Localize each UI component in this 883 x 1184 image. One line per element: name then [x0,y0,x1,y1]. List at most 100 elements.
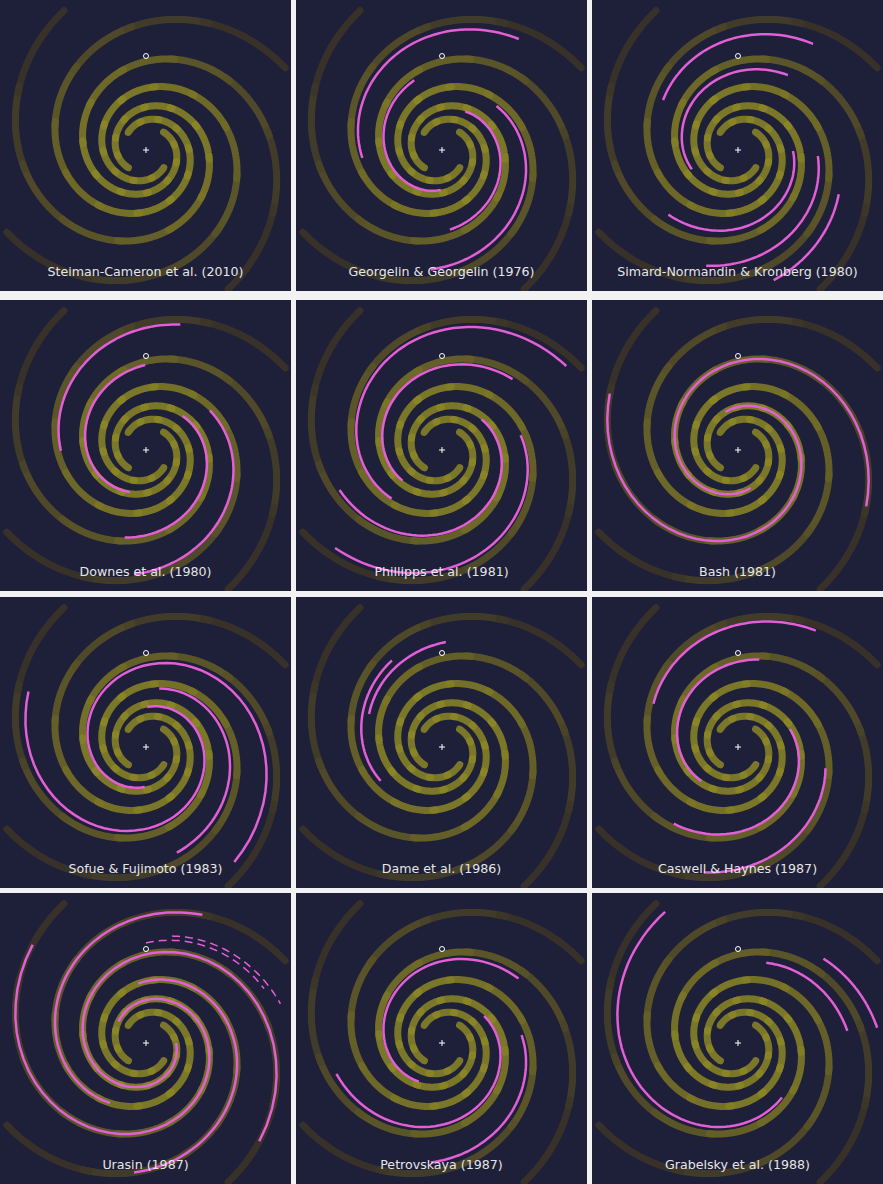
map-panel: Simard-Normandin & Kronberg (1980) [592,0,883,291]
spiral-arm [647,122,660,176]
panel-caption: Grabelsky et al. (1988) [592,1157,883,1172]
spiral-arm [55,66,77,125]
model-arm [358,29,519,158]
spiral-arm [615,761,658,819]
sun-marker [144,54,149,59]
spiral-arm [7,532,89,578]
spiral-arm [654,519,713,541]
spiral-arm [607,87,617,169]
spiral-arm [311,684,321,766]
model-arm [83,952,277,1141]
model-arm [88,663,267,862]
spiral-arm [362,770,397,804]
spiral-arm [522,971,565,1029]
map-panel: Caswell & Haynes (1987) [592,597,883,888]
panel-caption: Urasin (1987) [0,1157,291,1172]
model-arm [384,959,519,1082]
spiral-arm [658,173,693,207]
spiral-arm [666,920,724,963]
spiral-arm [311,387,321,469]
galactic-centre [439,147,445,153]
model-arm [15,945,209,1134]
spiral-arm [610,11,656,93]
spiral-arm [719,319,801,329]
spiral-arm [762,359,821,381]
model-arm [85,365,145,492]
spiral-arm [55,663,77,722]
sun-marker [144,651,149,656]
map-panel: Grabelsky et al. (1988) [592,893,883,1184]
panel-caption: Georgelin & Georgelin (1976) [296,264,587,279]
model-arm [677,660,759,781]
spiral-arm [267,131,277,213]
sun-marker [736,54,741,59]
spiral-arm [203,22,285,68]
spiral-arm [658,1066,693,1100]
model-arm [369,642,446,714]
model-arm [172,936,280,1004]
spiral-arm [203,322,285,368]
galactic-centre [143,447,149,453]
model-arm [382,364,512,480]
model-arm [450,111,501,229]
spiral-arm [62,519,121,541]
spiral-arm [818,78,861,136]
sun-marker [144,947,149,952]
model-arm [159,689,230,853]
spiral-arm [818,971,861,1029]
spiral-arm [351,959,373,1018]
model-arm [335,435,528,573]
model-arm [682,69,788,169]
map-panel: Bash (1981) [592,300,883,591]
spiral-arm [18,904,64,986]
spiral-arm [23,164,66,222]
model-arm [26,692,205,832]
spiral-arm [351,66,373,125]
spiral-arm [62,816,121,838]
spiral-arm [74,920,132,963]
model-arm [668,151,794,231]
model-arm [361,661,392,781]
spiral-arm [820,507,866,589]
spiral-arm [215,771,237,830]
spiral-arm [859,131,869,213]
spiral-arm [314,11,360,93]
spiral-arm [658,473,693,507]
spiral-arm [816,1017,829,1071]
model-arm [617,912,782,1127]
spiral-arm [816,721,829,775]
galactic-centre [143,147,149,153]
spiral-arm [423,19,505,29]
spiral-arm [416,59,470,72]
spiral-arm [215,1067,237,1126]
spiral-arm [228,804,274,886]
spiral-arm [423,616,505,626]
spiral-arm [414,228,468,241]
spiral-arm [795,322,877,368]
galactic-centre [735,447,741,453]
spiral-arm [666,327,724,370]
model-arm [336,1016,500,1127]
sun-marker [736,947,741,952]
spiral-arm [423,912,505,922]
model-arm [340,419,502,535]
spiral-arm [303,532,385,578]
panel-caption: Simard-Normandin & Kronberg (1980) [592,264,883,279]
spiral-arm [499,915,581,961]
spiral-arm [719,912,801,922]
spiral-arm [511,174,533,233]
spiral-arm [362,1066,397,1100]
model-arm [654,622,816,704]
model-arm [766,963,847,1031]
spiral-arm [267,728,277,810]
galactic-centre [143,744,149,750]
spiral-arm [170,359,229,381]
spiral-arm [62,1112,121,1134]
model-arm [134,411,234,575]
spiral-arm [719,19,801,29]
model-arm [675,359,869,506]
spiral-arm [311,87,321,169]
spiral-arm [466,59,525,81]
spiral-arm [319,761,362,819]
spiral-arm [55,719,68,773]
